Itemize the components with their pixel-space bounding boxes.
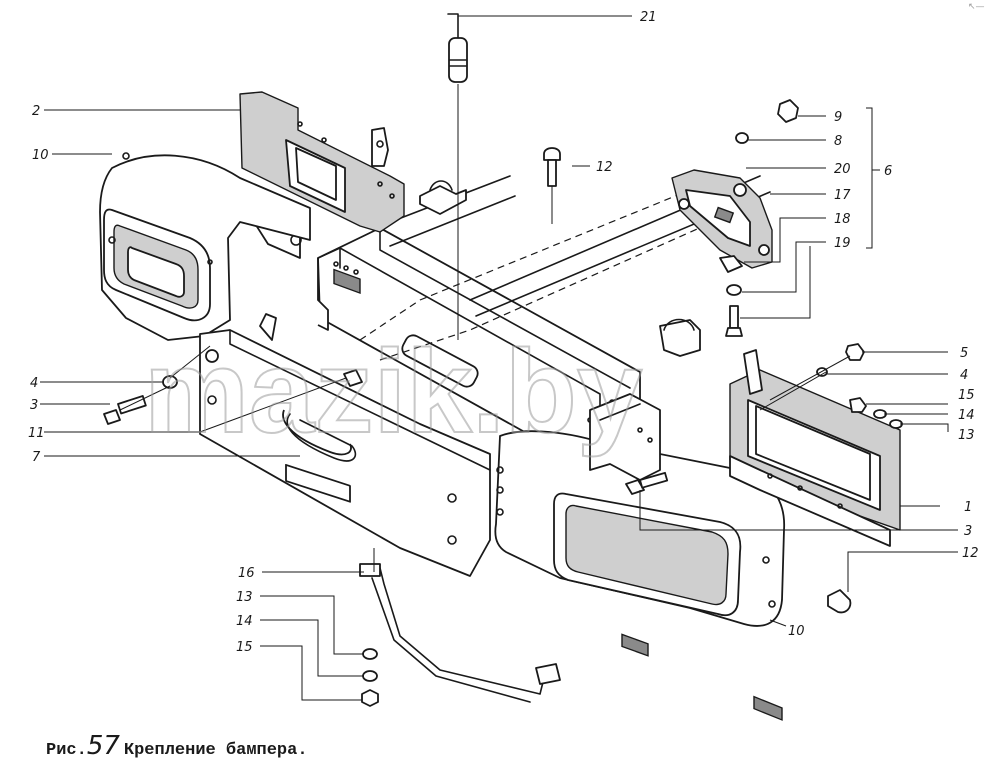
callout-3-left: 3 (30, 398, 38, 413)
caption-figure-number: 57 (86, 731, 120, 761)
hardware (103, 13, 903, 707)
callout-18: 18 (834, 212, 851, 227)
callout-11: 11 (28, 426, 45, 441)
callout-6: 6 (884, 164, 892, 179)
leader-lines (40, 15, 958, 701)
callout-10-left: 10 (32, 148, 49, 163)
corner-mark: ↖— (968, 2, 985, 12)
right-mounting-bracket (729, 349, 901, 721)
callout-15-right: 15 (958, 388, 975, 403)
watermark: mazik.by (144, 326, 642, 458)
callout-10-right: 10 (788, 624, 805, 639)
callout-12-right: 12 (962, 546, 979, 561)
callout-20: 20 (834, 162, 851, 177)
callout-12-top: 12 (596, 160, 613, 175)
callout-17: 17 (834, 188, 851, 203)
callout-9: 9 (834, 110, 842, 125)
callout-15-left: 15 (236, 640, 253, 655)
callout-14-left: 14 (236, 614, 253, 629)
caption-title: Крепление бампера. (123, 741, 308, 760)
callout-13-right: 13 (958, 428, 975, 443)
bumper-left-section (99, 152, 311, 341)
callout-5: 5 (960, 346, 968, 361)
bumper-center-plate (199, 313, 491, 577)
callout-labels: 21 2 10 12 9 8 20 6 17 18 19 5 4 15 14 1… (28, 10, 979, 655)
bracket-assembly (671, 169, 773, 269)
callout-19: 19 (834, 236, 851, 251)
tow-handle (286, 413, 357, 462)
callout-3-right: 3 (964, 524, 972, 539)
callout-4-right: 4 (960, 368, 968, 383)
callout-2: 2 (32, 104, 40, 119)
callout-4-left: 4 (30, 376, 38, 391)
right-inner-bracket (589, 318, 701, 657)
callout-14-right: 14 (958, 408, 975, 423)
callout-8: 8 (834, 134, 842, 149)
callout-1: 1 (964, 500, 972, 515)
callout-16: 16 (238, 566, 255, 581)
callout-7: 7 (32, 450, 41, 465)
callout-13-left: 13 (236, 590, 253, 605)
caption-prefix: Рис. (46, 741, 87, 760)
callout-21: 21 (640, 10, 657, 25)
